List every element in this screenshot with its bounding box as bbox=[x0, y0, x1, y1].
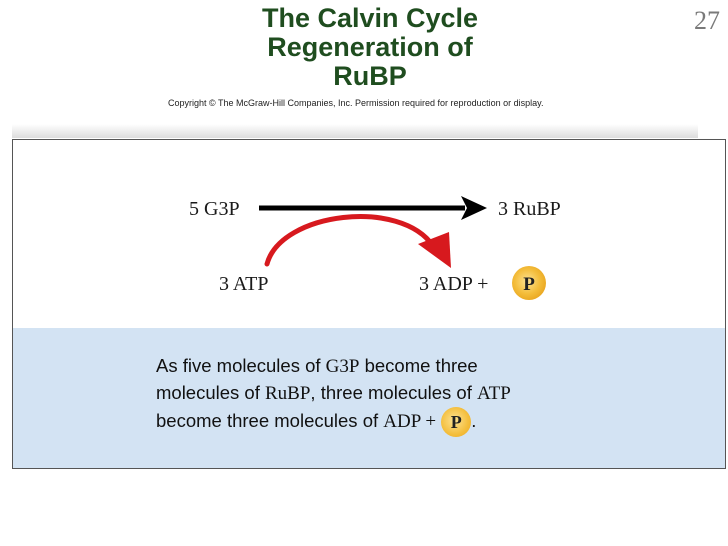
slide-number: 27 bbox=[694, 6, 720, 35]
atp-label: 3 ATP bbox=[219, 273, 268, 295]
energy-arrow bbox=[264, 214, 436, 267]
title-line-2: Regeneration of bbox=[267, 32, 473, 62]
caption-text-fragment: molecules of bbox=[156, 382, 265, 403]
caption-atp: ATP bbox=[477, 383, 511, 404]
slide-title: The Calvin Cycle Regeneration of RuBP bbox=[230, 4, 510, 91]
caption-rubp: RuBP bbox=[265, 383, 311, 404]
caption-line-1: As five molecules of G3P become three bbox=[156, 353, 696, 380]
copyright-notice: Copyright © The McGraw-Hill Companies, I… bbox=[168, 98, 544, 108]
reaction-diagram: 5 G3P 3 RuBP 3 ATP 3 ADP + P bbox=[189, 196, 561, 300]
caption-text-fragment: become three molecules of bbox=[156, 409, 384, 431]
caption-period: . bbox=[471, 409, 477, 431]
title-line-3: RuBP bbox=[333, 61, 407, 91]
title-line-1: The Calvin Cycle bbox=[261, 3, 479, 33]
reactant-label: 5 G3P bbox=[189, 198, 240, 220]
energy-arrow-head bbox=[418, 232, 451, 268]
caption-text: As five molecules of G3P become three mo… bbox=[156, 353, 696, 437]
product-label: 3 RuBP bbox=[498, 198, 561, 220]
caption-g3p: G3P bbox=[325, 356, 360, 377]
caption-line-2: molecules of RuBP, three molecules of AT… bbox=[156, 380, 696, 407]
figure-panel: 5 G3P 3 RuBP 3 ATP 3 ADP + P As five mol… bbox=[12, 139, 726, 469]
caption-background bbox=[13, 328, 725, 468]
adp-label: 3 ADP + bbox=[419, 273, 488, 295]
caption-phosphate-icon: P bbox=[441, 407, 472, 437]
caption-text-fragment: become three bbox=[359, 355, 478, 376]
main-arrow-head bbox=[461, 196, 487, 220]
caption-text-fragment: As five molecules of bbox=[156, 355, 326, 376]
phosphate-label: P bbox=[523, 274, 535, 295]
caption-line-3: become three molecules of ADP + P. bbox=[156, 407, 696, 437]
caption-adp: ADP + bbox=[383, 410, 437, 432]
caption-text-fragment: , three molecules of bbox=[310, 382, 478, 403]
phosphate-circle bbox=[512, 266, 546, 300]
panel-shadow bbox=[12, 124, 698, 138]
